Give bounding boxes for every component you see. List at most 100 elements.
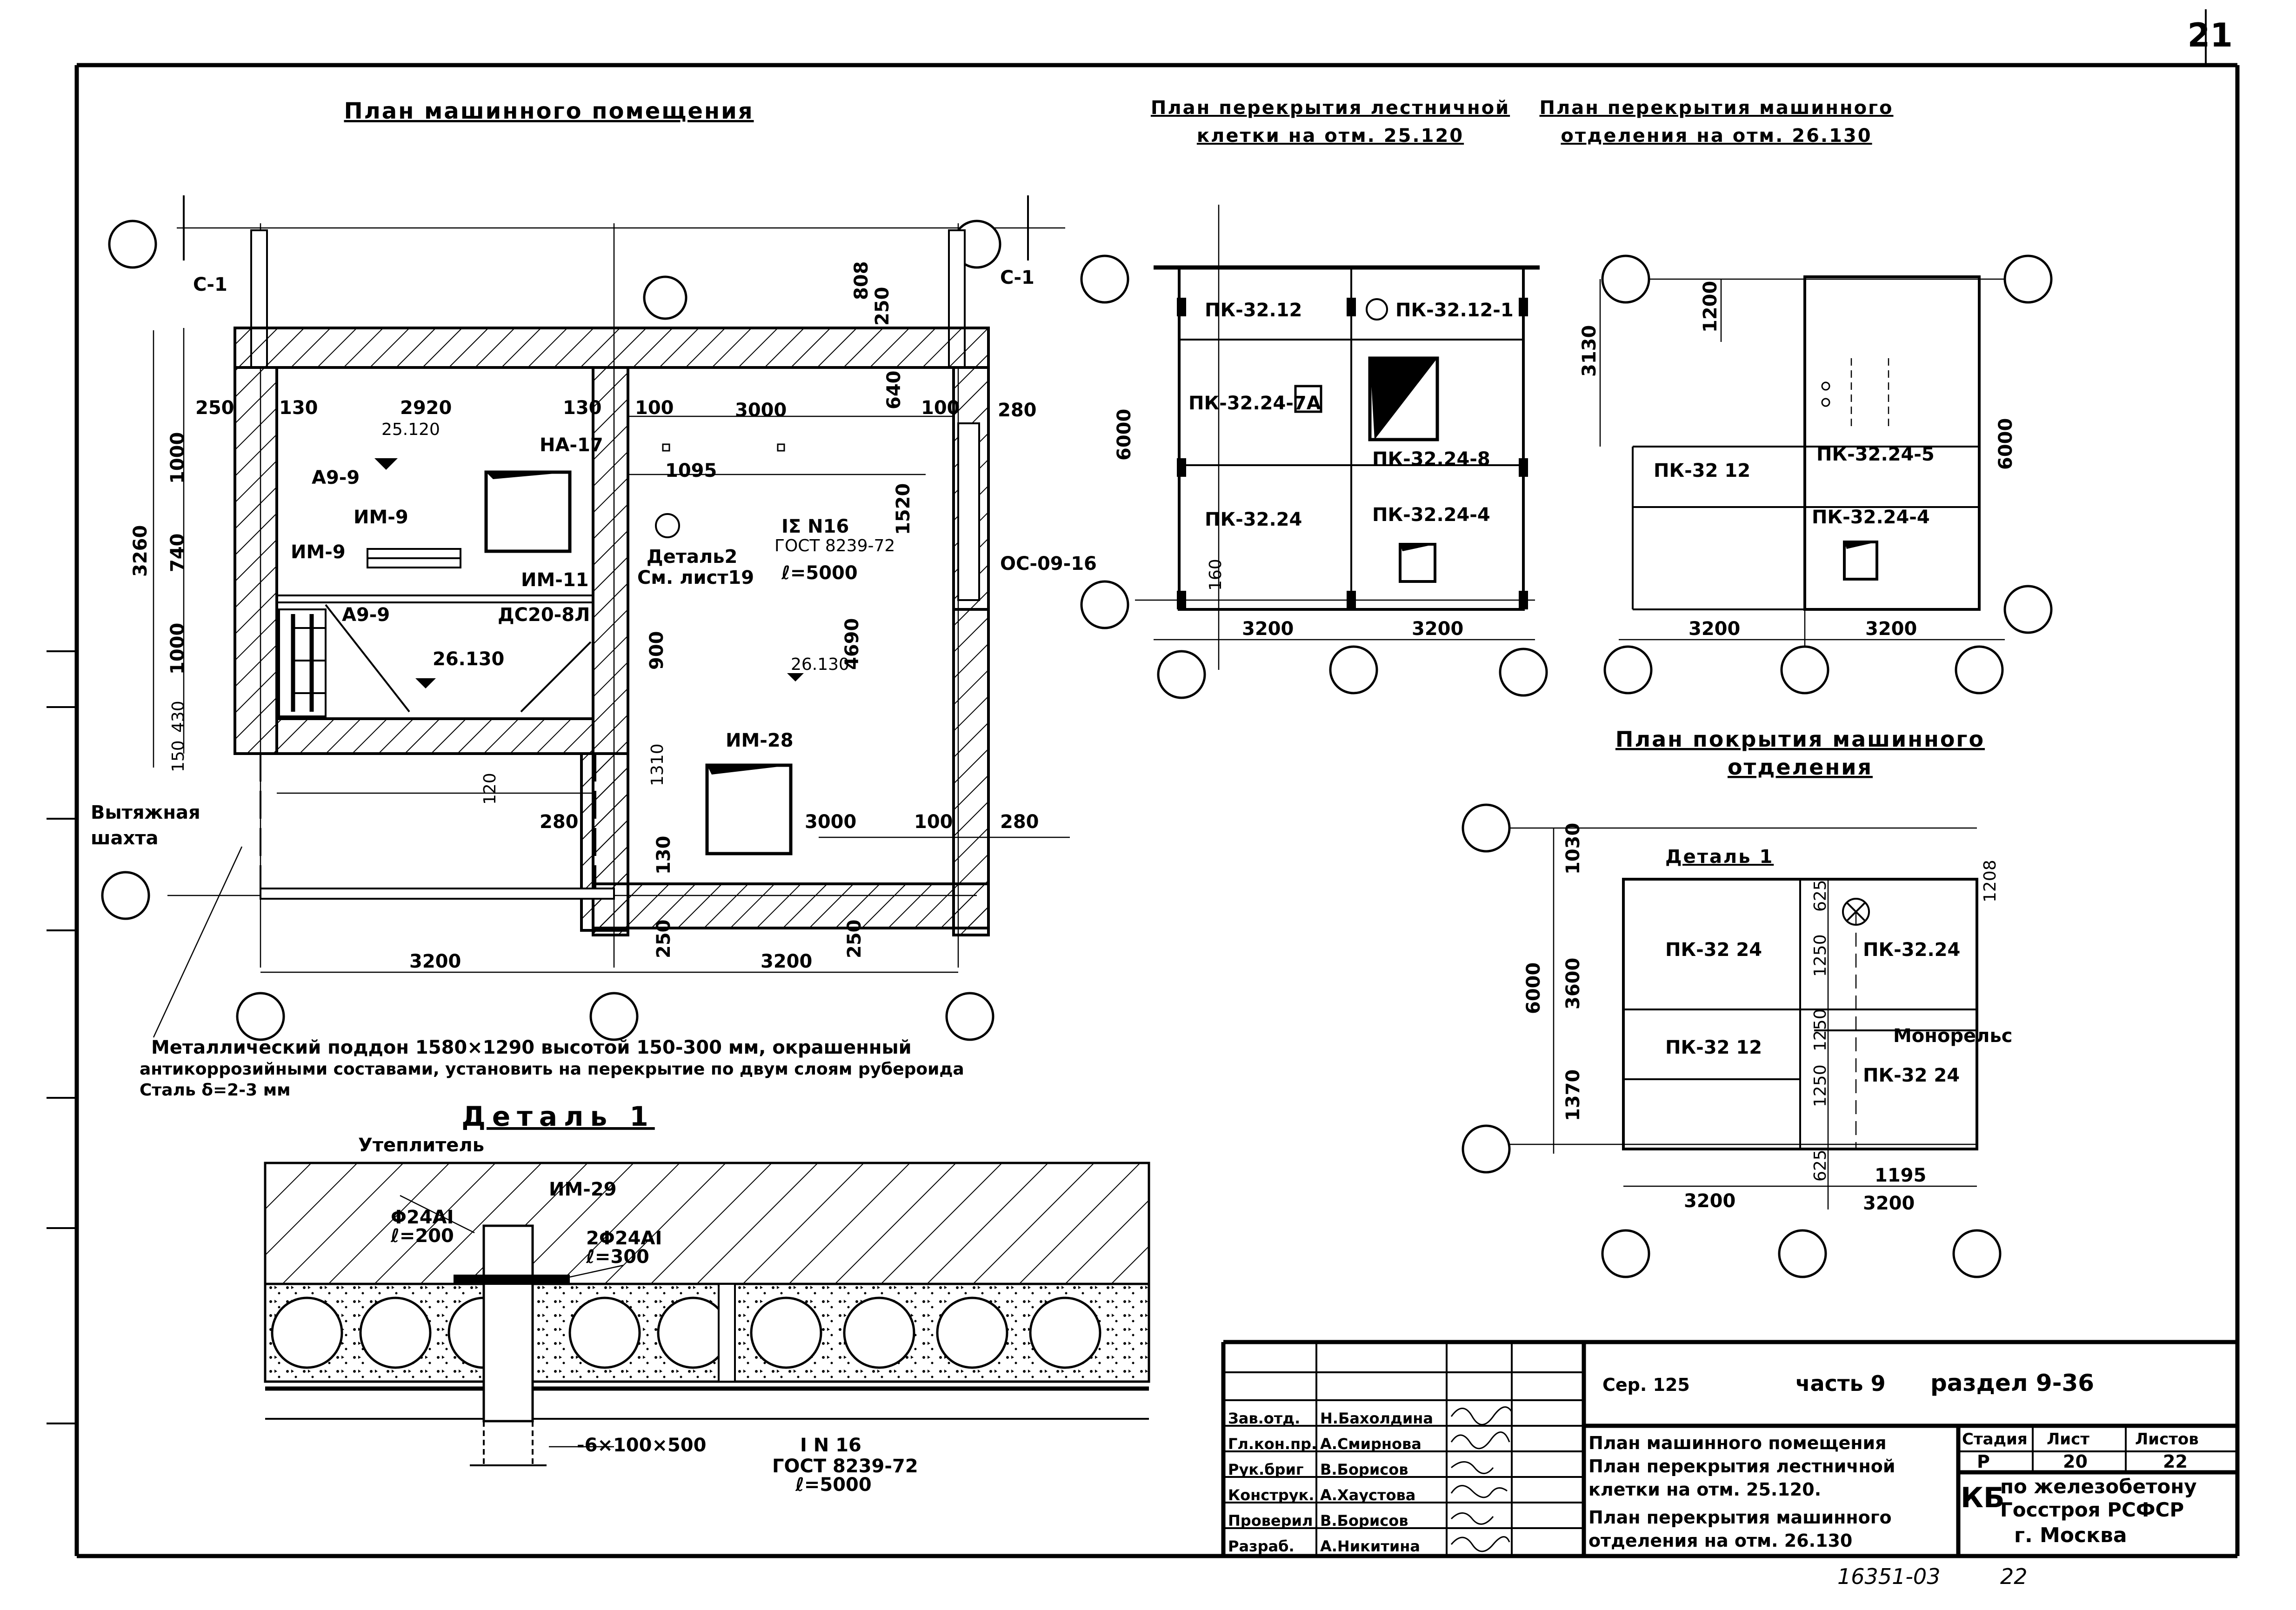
machine-room-plan: План машинного помещения xyxy=(91,98,1097,1100)
slab-label: ПК-32.24-4 xyxy=(1812,507,1930,528)
dim-6000: 6000 xyxy=(1114,409,1135,461)
dim-150: 150 xyxy=(169,740,188,772)
axis-bubble xyxy=(1157,650,1206,699)
dim-1000: 1000 xyxy=(167,432,188,484)
wall-stair-bottom xyxy=(275,717,594,755)
page-number: 21 xyxy=(2188,16,2233,54)
slab-label: ПК-32.24 xyxy=(1863,939,1960,961)
axis-bubble xyxy=(643,275,687,320)
axis-bubble xyxy=(1080,580,1129,629)
roof-detail-label: Деталь 1 xyxy=(1665,846,1774,868)
dim-430: 430 xyxy=(169,701,188,733)
axis-bubble xyxy=(2003,254,2053,304)
slab-label: ПК-32 12 xyxy=(1665,1037,1762,1058)
title-block: Сер. 125 часть 9 раздел 9-36 Зав.отд. Гл… xyxy=(1221,1340,2237,1589)
tb-name: В.Борисов xyxy=(1320,1512,1408,1530)
slab-label: ПК-32 24 xyxy=(1665,939,1762,961)
dim-280: 280 xyxy=(1000,811,1039,833)
dim-625: 625 xyxy=(1811,1149,1830,1182)
label-c1-left: С-1 xyxy=(193,274,227,295)
wall-right-lower xyxy=(952,608,990,936)
tray-note-line-3: Сталь δ=2-3 мм xyxy=(140,1081,291,1100)
dim-1200: 1200 xyxy=(1700,281,1721,333)
machine-slab-plan: План перекрытия машинного отделения на о… xyxy=(1540,97,2053,695)
axis-bubble xyxy=(101,871,150,920)
tb-description: План перекрытия машинного xyxy=(1589,1507,1892,1528)
detail-im29: ИМ-29 xyxy=(549,1179,617,1200)
detail-insulation: Утеплитель xyxy=(358,1135,484,1156)
axis-bubble xyxy=(1601,254,1650,304)
dim-280: 280 xyxy=(540,811,579,833)
stair-slab-title-2: клетки на отм. 25.120 xyxy=(1197,125,1464,147)
detail-beam-b: ГОСТ 8239-72 xyxy=(772,1456,918,1477)
tb-part: часть 9 xyxy=(1795,1371,1886,1396)
tb-sheets: 22 xyxy=(2163,1451,2188,1472)
label-im28: ИМ-28 xyxy=(726,730,794,751)
dim-130: 130 xyxy=(563,397,602,419)
dim-3200: 3200 xyxy=(409,951,461,972)
dim-1250: 1250 xyxy=(1811,934,1830,977)
dim-3000: 3000 xyxy=(735,400,787,421)
label-shaft-a: Вытяжная xyxy=(91,802,200,823)
roof-title-2: отделения xyxy=(1728,755,1873,780)
dim-3200: 3200 xyxy=(1684,1190,1735,1212)
wall-left xyxy=(234,366,278,755)
axis-bubble xyxy=(236,992,285,1041)
level-25120: 25.120 xyxy=(381,420,440,439)
axis-bubble xyxy=(1601,1229,1650,1278)
archive-sheet: 22 xyxy=(2000,1564,2028,1589)
dim-808: 808 xyxy=(851,261,872,301)
label-shaft-b: шахта xyxy=(91,828,158,849)
slab-label: ПК-32.24-8 xyxy=(1372,448,1490,470)
stair-slab-plan: План перекрытия лестничной клетки на отм… xyxy=(1080,97,1548,699)
axis-bubble xyxy=(1952,1229,2002,1278)
dim-3200: 3200 xyxy=(1412,618,1463,640)
dim-3200: 3200 xyxy=(1863,1193,1915,1214)
signature-marks xyxy=(1450,1406,1513,1552)
dim-640: 640 xyxy=(883,371,905,410)
dim-1310: 1310 xyxy=(648,743,667,786)
slab-label: ПК-32 24 xyxy=(1863,1065,1960,1086)
slab-label: ПК-32.24-7А xyxy=(1188,393,1321,414)
equipment-na17 xyxy=(484,470,572,553)
label-im11: ИМ-11 xyxy=(521,569,589,591)
tb-org: г. Москва xyxy=(2014,1523,2127,1547)
dim-1195: 1195 xyxy=(1875,1165,1926,1186)
dim-250: 250 xyxy=(653,920,674,959)
dim-3600: 3600 xyxy=(1562,958,1584,1009)
axis-bubble xyxy=(1778,1229,1827,1278)
label-na17: НА-17 xyxy=(540,434,603,456)
label-detail2-b: См. лист19 xyxy=(637,567,754,588)
axis-bubble xyxy=(945,992,994,1041)
dim-130: 130 xyxy=(279,397,318,419)
tb-role: Зав.отд. xyxy=(1228,1410,1300,1427)
dim-6000: 6000 xyxy=(1523,962,1544,1014)
axis-bubble xyxy=(2003,585,2053,634)
tb-sheet: 20 xyxy=(2063,1451,2088,1472)
roof-title-1: План покрытия машинного xyxy=(1615,727,1985,752)
detail-1: Деталь 1 Утеплитель ИМ-29 Φ24АΙ ℓ=200 2Φ… xyxy=(264,1101,1150,1496)
dim-4690: 4690 xyxy=(841,618,863,670)
tb-sheets-header: Листов xyxy=(2135,1430,2199,1449)
axis-bubble xyxy=(1329,645,1378,695)
dim-1208: 1208 xyxy=(1981,860,2000,902)
axis-bubble xyxy=(1603,645,1653,695)
dim-1000: 1000 xyxy=(167,623,188,675)
dim-250: 250 xyxy=(195,397,234,419)
tb-stage: Р xyxy=(1977,1451,1990,1472)
dim-1095: 1095 xyxy=(665,460,717,481)
tb-org: Госстроя РСФСР xyxy=(2000,1498,2184,1521)
dim-3200: 3200 xyxy=(1689,618,1740,640)
dim-280: 280 xyxy=(998,400,1037,421)
tb-name: А.Хаустова xyxy=(1320,1486,1415,1504)
dim-3200: 3200 xyxy=(1242,618,1294,640)
slab-label: ПК-32.12-1 xyxy=(1395,300,1514,321)
detail-beam-a: I N 16 xyxy=(800,1435,861,1456)
dim-160: 160 xyxy=(1206,559,1225,591)
dim-625: 625 xyxy=(1811,880,1830,912)
axis-bubble xyxy=(1080,254,1129,304)
axis-bubble xyxy=(589,992,639,1041)
archive-number: 16351-03 xyxy=(1837,1564,1940,1589)
axis-bubble xyxy=(1499,648,1548,697)
tb-description: отделения на отм. 26.130 xyxy=(1589,1530,1852,1551)
